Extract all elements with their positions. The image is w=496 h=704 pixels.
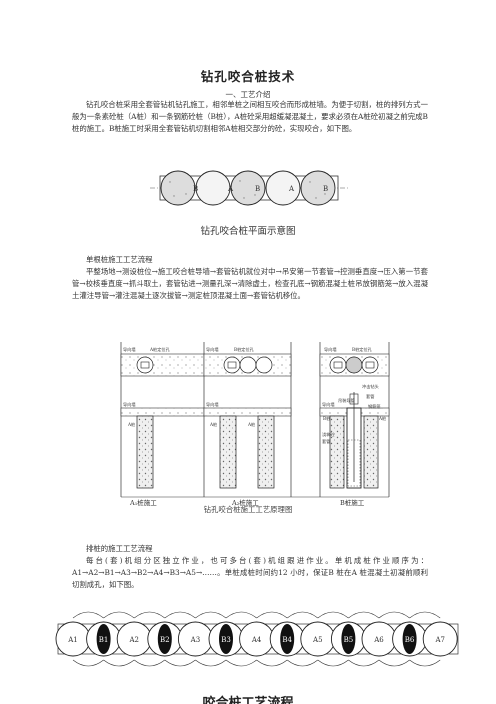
panel-label-a1: A₁桩施工 (129, 498, 157, 507)
footer-title: 咬合桩工艺流程 (202, 696, 294, 704)
pile-label-b2: B2 (160, 636, 170, 644)
sequence-arrow-top (134, 611, 165, 619)
sequence-arrow-bottom (409, 659, 441, 667)
sequence-arrow-top (195, 611, 227, 619)
plan-label-4: A (288, 185, 295, 193)
sequence-arrow-top (409, 611, 441, 619)
sequence-arrow-bottom (317, 659, 349, 667)
mid-label-9: A桩 (378, 415, 386, 422)
top-label-5: 导向墙 (324, 346, 337, 353)
sequence-arrow-top (317, 611, 349, 619)
plan-label-5: B (323, 185, 328, 193)
pile-label-b4: B4 (282, 636, 292, 644)
sequence-arrow-bottom (378, 659, 410, 667)
sequence-arrow-top (256, 611, 288, 619)
sequence-arrow-top (287, 611, 318, 619)
sequence-arrows (72, 611, 441, 667)
pile-circle-a7 (422, 621, 458, 657)
pile-sequence-diagram: A1 B1 A2 B2 A3 B3 A4 B4 A5 B5 A6 B6 A7 (55, 611, 459, 667)
pile-overlap-b2 (157, 624, 172, 654)
mid-label-12: 钢筋笼 (368, 403, 381, 410)
sequence-arrow-bottom (103, 659, 135, 667)
figure1-caption: 钻孔咬合桩平面示意图 (200, 226, 296, 237)
pile-label-a3: A3 (190, 636, 201, 644)
plan-label-2: A (227, 185, 234, 193)
pile-label-a6: A6 (373, 636, 384, 644)
panel-label-b: B桩施工 (340, 498, 365, 507)
mid-label-11: 套管 (366, 393, 374, 400)
pile-overlap-b3 (219, 624, 233, 654)
sequence-arrow-top (164, 611, 196, 619)
mid-label-6: 导向墙 (322, 401, 335, 408)
pile-label-b1: B1 (99, 636, 109, 644)
sequence-arrow-bottom (287, 659, 318, 667)
sequence-arrow-bottom (348, 659, 380, 667)
top-label-2: A桩定位孔 (149, 346, 171, 353)
construction-principle-diagram: 导向墙 A桩定位孔 导向墙 B桩定位孔 导向墙 B桩定位孔 导向墙 A桩 导向墙 (120, 342, 390, 507)
sequence-arrow-top (225, 611, 257, 619)
single-pile-process: 平整场地→测设桩位→施工咬合桩导墙→套管钻机就位对中→吊安第一节套管→控测垂直度… (72, 267, 428, 300)
mid-label-8: B桩 (323, 415, 330, 422)
pile-overlap-b4 (280, 624, 295, 654)
sequence-arrow-bottom (134, 659, 165, 667)
pile-overlap-b5 (341, 624, 356, 654)
mid-label-13: 浇筑砼 (322, 431, 335, 438)
sequence-arrow-bottom (225, 659, 257, 667)
pile-plan-diagram: B A B A B (150, 170, 350, 206)
pile-overlap-b6 (402, 624, 417, 654)
pile-label-a5: A5 (312, 636, 323, 644)
panel-label-a2: A₂桩施工 (231, 498, 259, 507)
section-row (120, 392, 390, 489)
row-pile-process: 每台(套)机组分区独立作业，也可多台(套)机组跟进作业。单机成桩作业顺序为：A1… (72, 556, 428, 589)
figure2-caption: 钻孔咬合桩施工工艺原理图 (203, 505, 293, 514)
mid-label-3: 导向墙 (206, 401, 219, 408)
subheading-row-piles: 排桩的施工工艺流程 (86, 544, 153, 553)
pile-label-a7: A7 (434, 636, 445, 644)
pile-overlap-b1 (96, 624, 111, 654)
mid-label-7: 吊装导管 (338, 397, 355, 404)
plan-label-3: B (255, 185, 260, 193)
sequence-arrow-top (103, 611, 135, 619)
mid-label-10: 冲击钻头 (362, 383, 379, 390)
plan-label-1: B (193, 185, 198, 193)
pile-label-a1: A1 (67, 636, 78, 644)
sequence-arrow-top (378, 611, 410, 619)
mid-label-14: 套管 (322, 438, 330, 445)
mid-label-2: A桩 (127, 421, 135, 428)
top-label-6: B桩定位孔 (352, 346, 373, 353)
page-title: 钻孔咬合桩技术 (200, 69, 296, 84)
pile-label-b5: B5 (344, 636, 354, 644)
section-heading: 一、工艺介绍 (225, 90, 271, 99)
sequence-arrow-bottom (72, 659, 104, 667)
top-label-1: 导向墙 (123, 346, 136, 353)
sequence-arrow-bottom (195, 659, 227, 667)
intro-paragraph: 钻孔咬合桩采用全套管钻机钻孔施工，相邻单桩之间相互咬合而形成桩墙。为便于切割，桩… (72, 100, 428, 133)
sequence-arrow-top (348, 611, 380, 619)
mid-label-4: A桩 (209, 421, 217, 428)
sequence-arrow-top (72, 611, 104, 619)
subheading-single-pile: 单根桩施工工艺流程 (86, 255, 153, 264)
mid-label-1: 导向墙 (123, 401, 136, 408)
pile-label-b6: B6 (405, 636, 415, 644)
top-plan-row (120, 353, 390, 377)
top-label-3: 导向墙 (206, 346, 219, 353)
sequence-arrow-bottom (256, 659, 288, 667)
top-label-4: B桩定位孔 (234, 346, 255, 353)
pile-label-b3: B3 (221, 636, 231, 644)
sequence-arrow-bottom (164, 659, 196, 667)
mid-label-5: A桩 (247, 421, 255, 428)
pile-label-a2: A2 (128, 636, 139, 644)
pile-label-a4: A4 (251, 636, 262, 644)
plan-circles (160, 170, 336, 206)
sequence-circles: A1 B1 A2 B2 A3 B3 A4 B4 A5 B5 A6 B6 A7 (55, 621, 458, 657)
